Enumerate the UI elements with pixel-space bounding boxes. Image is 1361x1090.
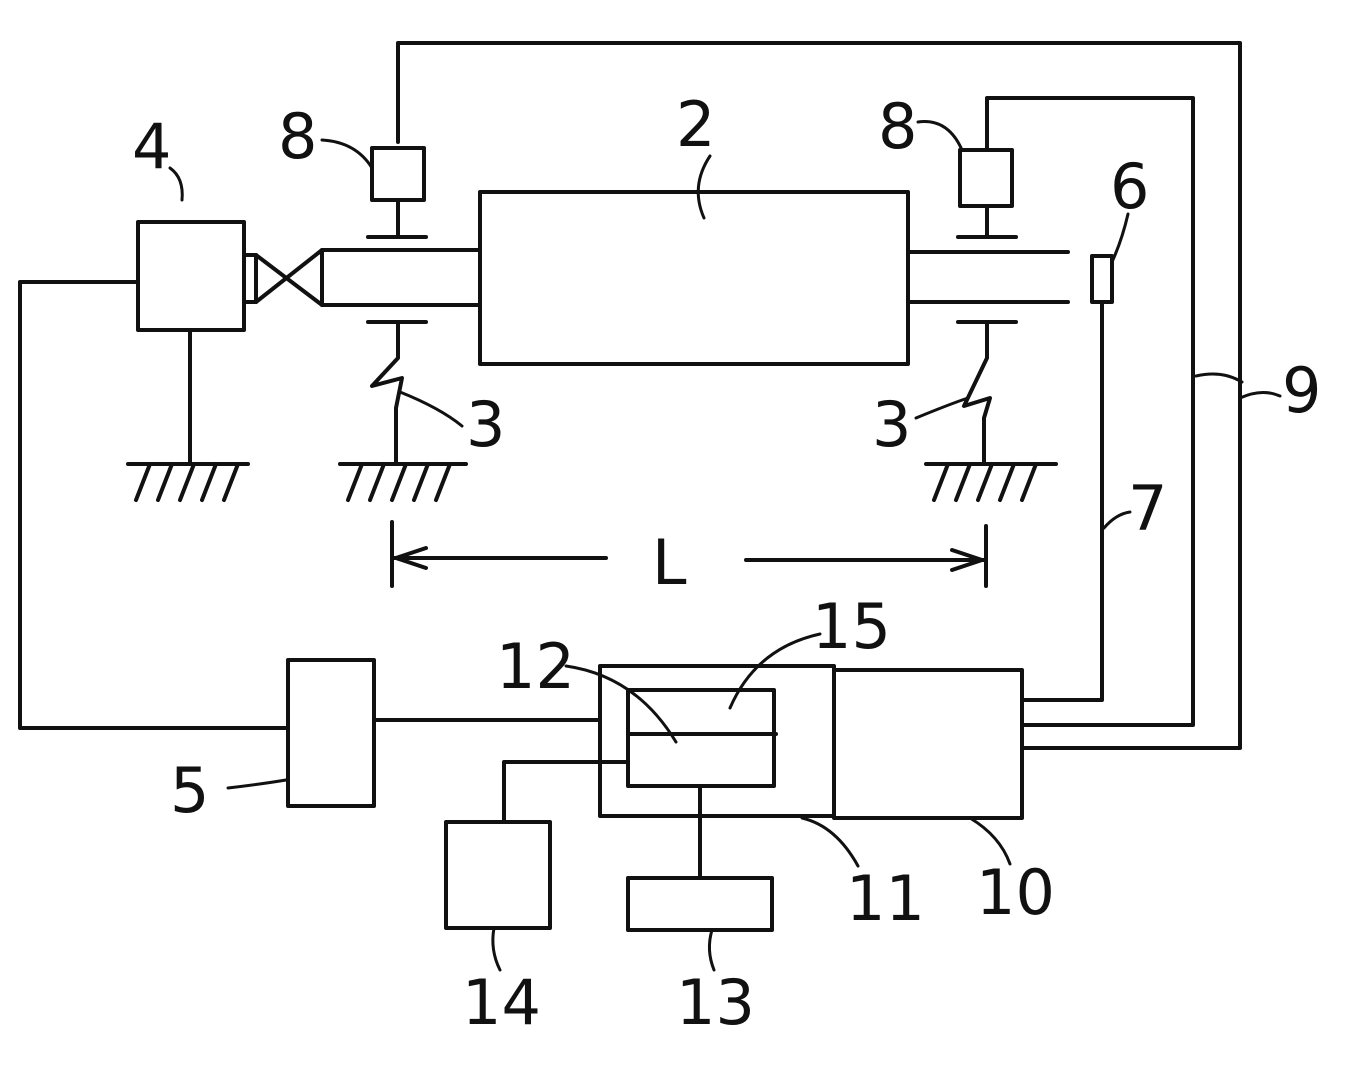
label-actuator-left: 8 [278,100,317,173]
sensor-line [1022,302,1102,700]
label-bearing-left: 3 [466,388,505,461]
leader-11 [802,818,858,866]
ground-bearing-right [926,464,1056,500]
actuator-right-box [960,150,1012,206]
label-actuator-right: 8 [878,90,917,163]
ground-drive [128,464,248,500]
unit-13-box [628,878,772,930]
leader-13 [709,930,714,970]
label-rotor: 2 [676,88,715,161]
leader-5 [228,780,286,788]
spring-right [964,322,990,464]
leader-8-right [918,122,962,150]
actuator-left-box [372,148,424,200]
leader-3-right [916,398,968,418]
unit-14-box [446,822,550,928]
label-unit-10: 10 [976,856,1055,929]
drive-box [138,222,244,330]
shaft-right [908,252,1068,302]
label-unit-15: 15 [812,590,891,663]
leader-14 [493,928,500,970]
controller-box [288,660,374,806]
sensor-box [1092,256,1112,302]
label-unit-14: 14 [462,966,541,1039]
leader-3-left [400,392,462,426]
shaft-left [322,250,480,305]
leader-8-left [322,140,372,168]
leader-7 [1104,512,1130,528]
drive-controller-line [20,282,288,728]
label-drive: 4 [132,110,171,183]
label-bearing-right: 3 [872,388,911,461]
ground-bearing-left [340,464,466,500]
label-sensor: 6 [1110,150,1149,223]
unit-10-box [834,670,1022,818]
label-feedback-line: 9 [1282,354,1321,427]
feedback-line-inner [987,98,1193,725]
leader-12 [566,666,676,742]
label-unit-12: 12 [496,630,575,703]
leader-4 [170,168,182,200]
label-sensor-line: 7 [1128,472,1167,545]
label-length: L [652,526,687,599]
label-controller: 5 [170,754,209,827]
unit-14-line [504,762,628,822]
label-unit-11: 11 [846,862,925,935]
unit-15-box [628,690,774,786]
label-unit-13: 13 [676,966,755,1039]
spring-left [372,322,402,464]
leader-2 [698,156,710,218]
rotor-box [480,192,908,364]
